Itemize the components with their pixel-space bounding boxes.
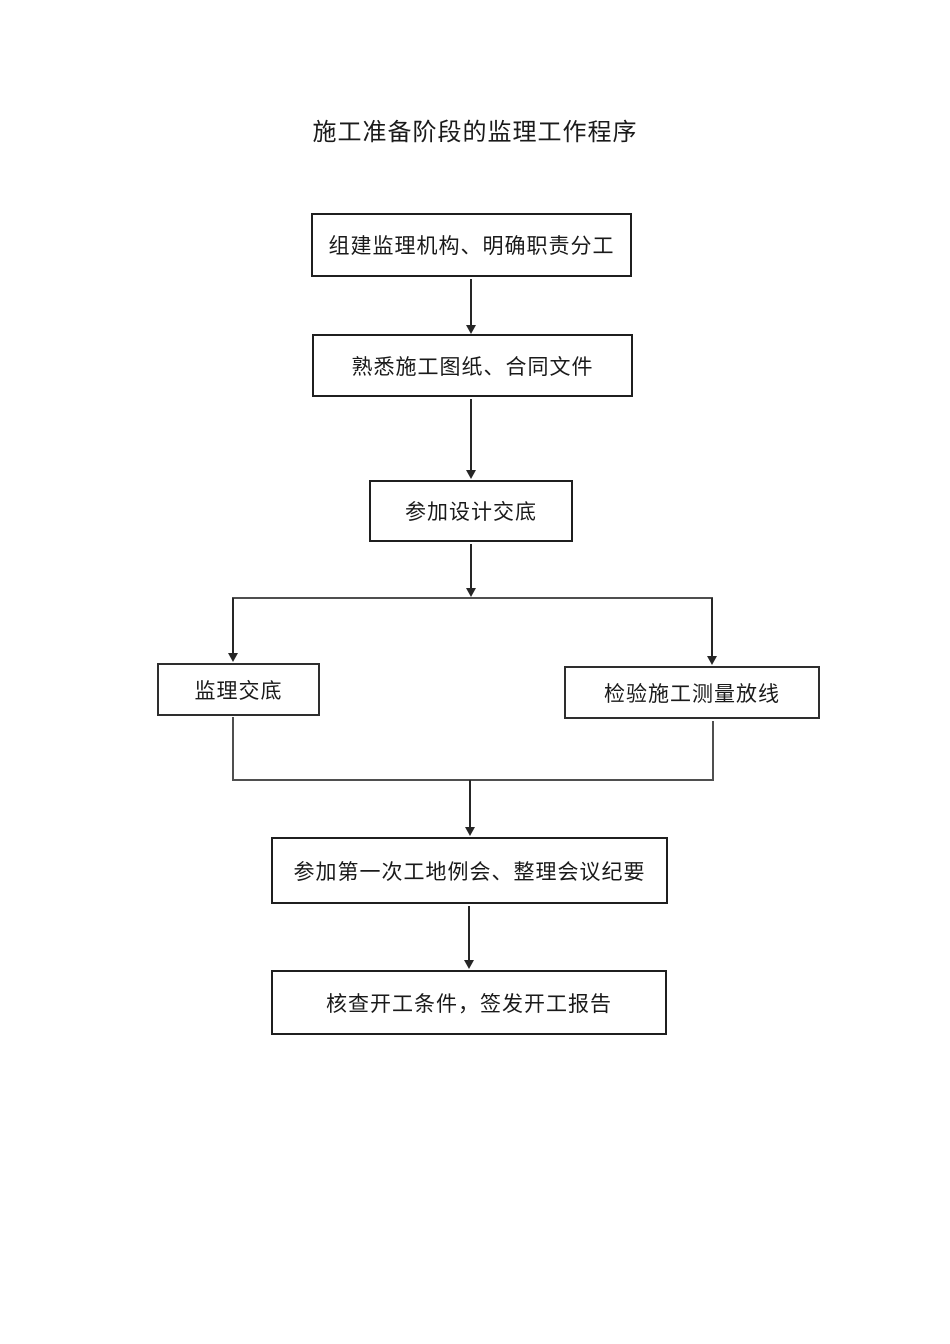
flow-node-label: 参加设计交底: [405, 500, 537, 524]
edge-n3-branch-arrowhead: [466, 588, 476, 597]
flow-node-design-disclosure: 参加设计交底: [369, 480, 573, 542]
flow-node-label: 监理交底: [194, 678, 283, 703]
flow-node-inspect-survey-layout: 检验施工测量放线: [564, 666, 820, 719]
flow-node-verify-commencement: 核查开工条件，签发开工报告: [271, 970, 667, 1035]
flow-node-review-drawings-contract: 熟悉施工图纸、合同文件: [312, 334, 633, 397]
flow-node-setup-supervision-org: 组建监理机构、明确职责分工: [311, 213, 632, 277]
flow-node-label: 熟悉施工图纸、合同文件: [351, 354, 594, 379]
edge-branch-n4-arrowhead: [228, 653, 238, 662]
flow-node-supervision-disclosure: 监理交底: [157, 663, 320, 716]
edge-n1-n2-arrowhead: [466, 325, 476, 334]
edge-n6-n7-arrowhead: [464, 960, 474, 969]
page-title: 施工准备阶段的监理工作程序: [312, 120, 638, 146]
edge-n2-n3-arrowhead: [466, 470, 476, 479]
edge-merge-n6-arrowhead: [465, 827, 475, 836]
flow-node-label: 检验施工测量放线: [604, 681, 780, 706]
flow-node-label: 组建监理机构、明确职责分工: [328, 234, 615, 258]
edge-branch-n5-arrowhead: [707, 656, 717, 665]
flow-node-label: 参加第一次工地例会、整理会议纪要: [293, 859, 646, 884]
flow-node-label: 核查开工条件，签发开工报告: [326, 991, 612, 1016]
flow-node-first-site-meeting: 参加第一次工地例会、整理会议纪要: [271, 837, 668, 904]
